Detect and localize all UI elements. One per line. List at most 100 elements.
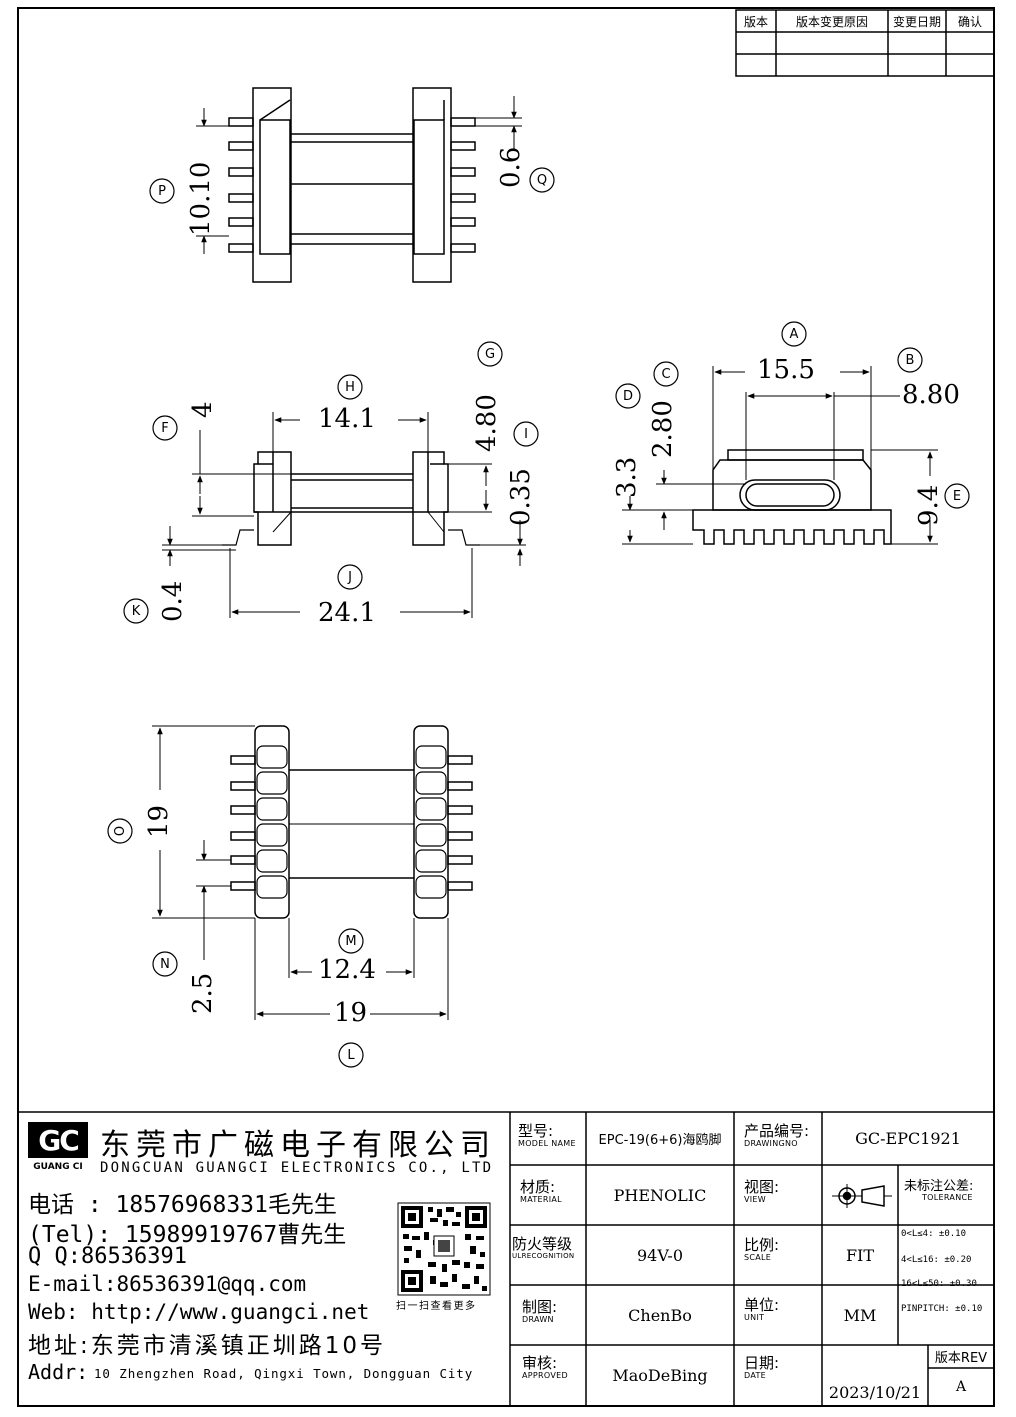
left-pins xyxy=(228,117,254,253)
approved-value: MaoDeBing xyxy=(612,1366,708,1385)
dim-j: 24.1 xyxy=(318,598,376,628)
callout-l xyxy=(338,1042,364,1068)
revision-table-grid xyxy=(735,9,995,77)
material-label: 材质: MATERIAL xyxy=(520,1178,562,1204)
callout-p-label: P xyxy=(158,183,166,199)
tolerance-label: 未标注公差: TOLERANCE xyxy=(904,1179,974,1202)
callout-b xyxy=(897,347,923,373)
callout-p xyxy=(149,178,175,204)
callout-c-label: C xyxy=(661,366,671,382)
callout-o-label: O xyxy=(112,825,128,837)
contact-email: E-mail:86536391@qq.com xyxy=(28,1272,307,1296)
contact-phone-1: 电话 : 18576968331毛先生 xyxy=(28,1192,337,1218)
dim-i: 0.35 xyxy=(506,468,536,526)
date-label: 日期: DATE xyxy=(744,1354,780,1380)
model-value: EPC-19(6+6)海鸥脚 xyxy=(598,1133,722,1148)
rev-header-confirm: 确认 xyxy=(957,14,982,29)
tolerance-line-2: 4<L≤16: ±0.20 xyxy=(901,1255,972,1265)
callout-k xyxy=(123,598,149,624)
left-flange-slots xyxy=(256,745,288,899)
dim-c: 2.80 xyxy=(648,400,678,458)
projection-symbol-icon xyxy=(832,1184,892,1208)
company-logo: GC xyxy=(28,1122,88,1158)
callout-h xyxy=(337,374,363,400)
callout-q-label: Q xyxy=(536,172,548,188)
material-value: PHENOLIC xyxy=(613,1185,707,1205)
dim-g: 4.80 xyxy=(472,394,502,452)
scale-label: 比例: SCALE xyxy=(744,1236,780,1262)
callout-o xyxy=(107,818,133,844)
callout-g xyxy=(477,341,503,367)
side-view xyxy=(622,366,938,545)
model-label: 型号: MODEL NAME xyxy=(518,1122,576,1148)
tolerance-line-4: PINPITCH: ±0.10 xyxy=(901,1304,983,1314)
rev-header-reason: 版本变更原因 xyxy=(795,14,868,29)
contact-address-cn: 地址:东莞市清溪镇正圳路10号 xyxy=(28,1333,387,1359)
view-label: 视图: VIEW xyxy=(744,1178,780,1204)
fire-rating-label: 防火等级 ULRECOGNITION xyxy=(512,1235,575,1260)
qr-caption: 扫一扫查看更多 xyxy=(396,1301,477,1312)
contact-address-en: 10 Zhengzhen Road, Qingxi Town, Dongguan… xyxy=(94,1366,474,1381)
dim-f: 4 xyxy=(188,401,218,418)
callout-g-label: G xyxy=(484,346,496,362)
dim-h: 14.1 xyxy=(318,404,376,434)
contact-phone-2: (Tel): 15989919767曹先生 xyxy=(28,1222,347,1248)
dim-q: 0.6 xyxy=(496,146,526,188)
qr-code-icon xyxy=(397,1202,491,1296)
dim-d: 3.3 xyxy=(612,456,642,498)
approved-label: 审核: APPROVED xyxy=(522,1354,568,1380)
bottom-view xyxy=(152,725,473,1020)
dim-p: 10.10 xyxy=(186,161,216,236)
callout-f-label: F xyxy=(161,420,169,436)
callout-q xyxy=(529,167,555,193)
callout-n-label: N xyxy=(160,956,170,972)
rev-header-version: 版本 xyxy=(743,14,768,29)
callout-m-label: M xyxy=(345,933,357,949)
callout-circles xyxy=(107,167,970,1068)
bottom-right-pins xyxy=(447,755,473,891)
contact-address-en-prefix: Addr: xyxy=(28,1360,89,1384)
callout-l-label: L xyxy=(347,1047,355,1063)
top-view xyxy=(196,87,522,283)
callout-f xyxy=(152,415,178,441)
callout-m xyxy=(338,928,364,954)
callout-i-label: I xyxy=(524,426,528,442)
callout-j-label: J xyxy=(348,569,352,585)
company-name-cn: 东莞市广磁电子有限公司 xyxy=(100,1128,496,1163)
tolerance-line-3: 16<L≤50: ±0.30 xyxy=(901,1279,977,1289)
rev-value: A xyxy=(955,1379,967,1395)
rev-label: 版本REV xyxy=(934,1351,988,1366)
callout-c xyxy=(653,361,679,387)
callout-k-label: K xyxy=(131,603,141,619)
drawn-value: ChenBo xyxy=(628,1305,692,1325)
company-name-en: DONGCUAN GUANGCI ELECTRONICS CO., LTD xyxy=(100,1160,494,1176)
dim-o: 19 xyxy=(144,804,174,838)
callout-e-label: E xyxy=(952,488,962,504)
dim-b: 8.80 xyxy=(902,380,960,410)
dim-a: 15.5 xyxy=(757,355,815,385)
dim-e: 9.4 xyxy=(914,484,944,526)
fire-rating-value: 94V-0 xyxy=(636,1245,684,1265)
unit-label: 单位: UNIT xyxy=(744,1296,780,1322)
title-block-grid xyxy=(18,1111,994,1406)
contact-web: Web: http://www.guangci.net xyxy=(28,1300,370,1324)
contact-qq: Q Q:86536391 xyxy=(28,1244,187,1269)
logo-text: GC xyxy=(38,1123,80,1157)
callout-a-label: A xyxy=(789,326,799,342)
drawing-no-value: GC-EPC1921 xyxy=(855,1129,961,1148)
dim-k: 0.4 xyxy=(158,580,188,622)
callout-e xyxy=(944,483,970,509)
dim-l: 19 xyxy=(334,998,368,1028)
front-view xyxy=(162,412,526,618)
unit-value: MM xyxy=(843,1305,877,1325)
callout-a xyxy=(781,321,807,347)
drawn-label: 制图: DRAWN xyxy=(522,1298,558,1324)
callout-d xyxy=(615,383,641,409)
dim-m: 12.4 xyxy=(318,955,376,985)
callout-h-label: H xyxy=(345,379,355,395)
callout-i xyxy=(513,421,539,447)
callout-d-label: D xyxy=(622,388,633,404)
right-flange-slots xyxy=(415,745,447,899)
bottom-left-pins xyxy=(230,755,256,891)
